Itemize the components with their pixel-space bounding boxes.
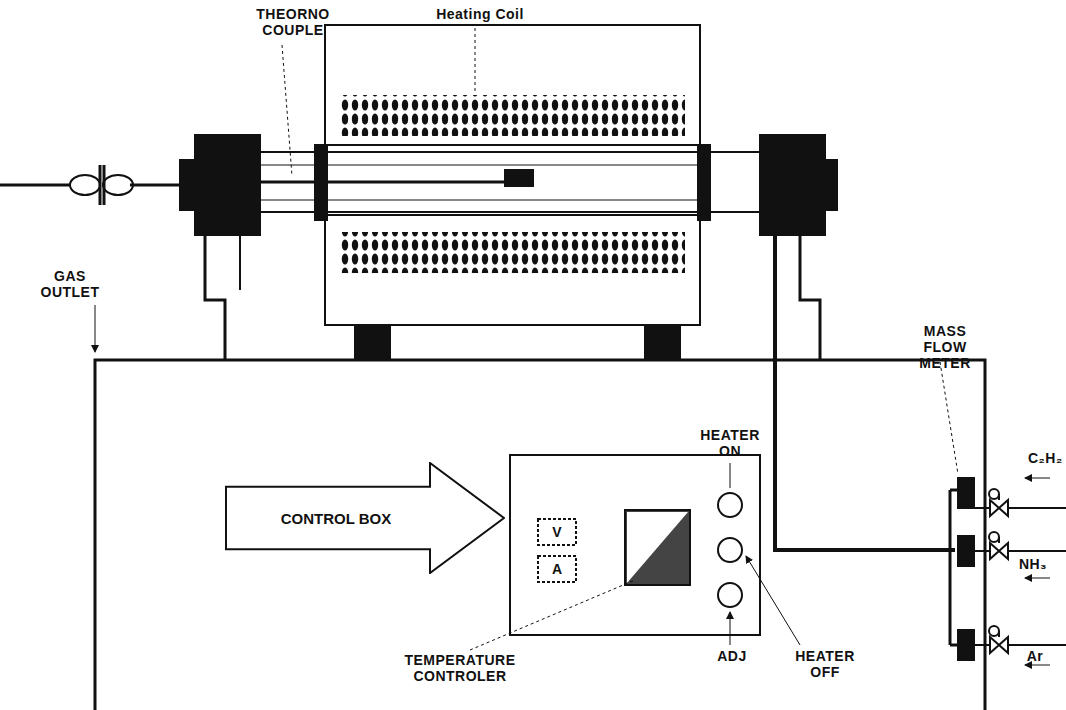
node-text: A (541, 561, 573, 577)
meter-box: V (537, 518, 577, 546)
part-label: GAS OUTLET (40, 268, 100, 300)
part-label: MASS FLOW METER (900, 323, 990, 371)
part-label: ADJ (712, 648, 752, 664)
part-label: HEATER ON (695, 427, 765, 459)
control-box-arrow: CONTROL BOX (225, 462, 505, 574)
part-label: Heating Coil (420, 6, 540, 22)
part-label: C₂H₂ (1028, 450, 1062, 466)
part-label: Ar (1020, 648, 1050, 664)
part-label: TEMPERATURE CONTROLER (395, 652, 525, 684)
node-text: V (541, 524, 573, 540)
part-label: HEATER OFF (790, 648, 860, 680)
meter-box: A (537, 555, 577, 583)
part-label: NH₃ (1016, 556, 1050, 572)
node-text: CONTROL BOX (237, 510, 435, 527)
part-label: THEORNO COUPLE (248, 6, 338, 38)
